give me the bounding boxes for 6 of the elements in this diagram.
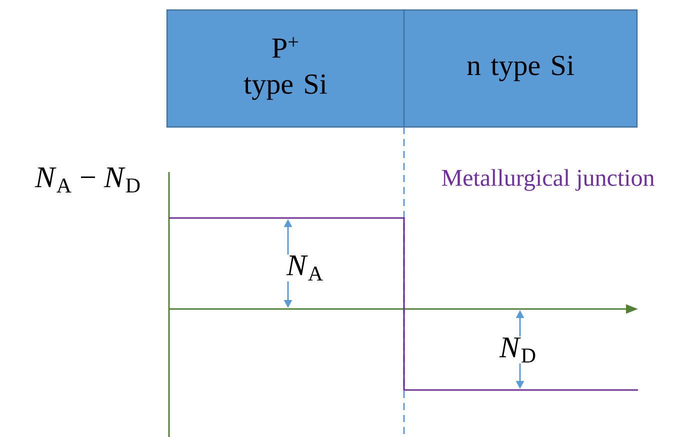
junction-label: Metallurgical junction — [442, 169, 654, 191]
region-box: P$^{+}$ type Si — [166, 9, 405, 128]
axis-label: N$_{A}$ − N$_{D}$ — [34, 168, 140, 192]
dimension-label: N$_{D}$ — [498, 336, 538, 364]
dimension-label: N$_{A}$ — [285, 254, 325, 282]
region-box: n type Si — [403, 9, 638, 128]
